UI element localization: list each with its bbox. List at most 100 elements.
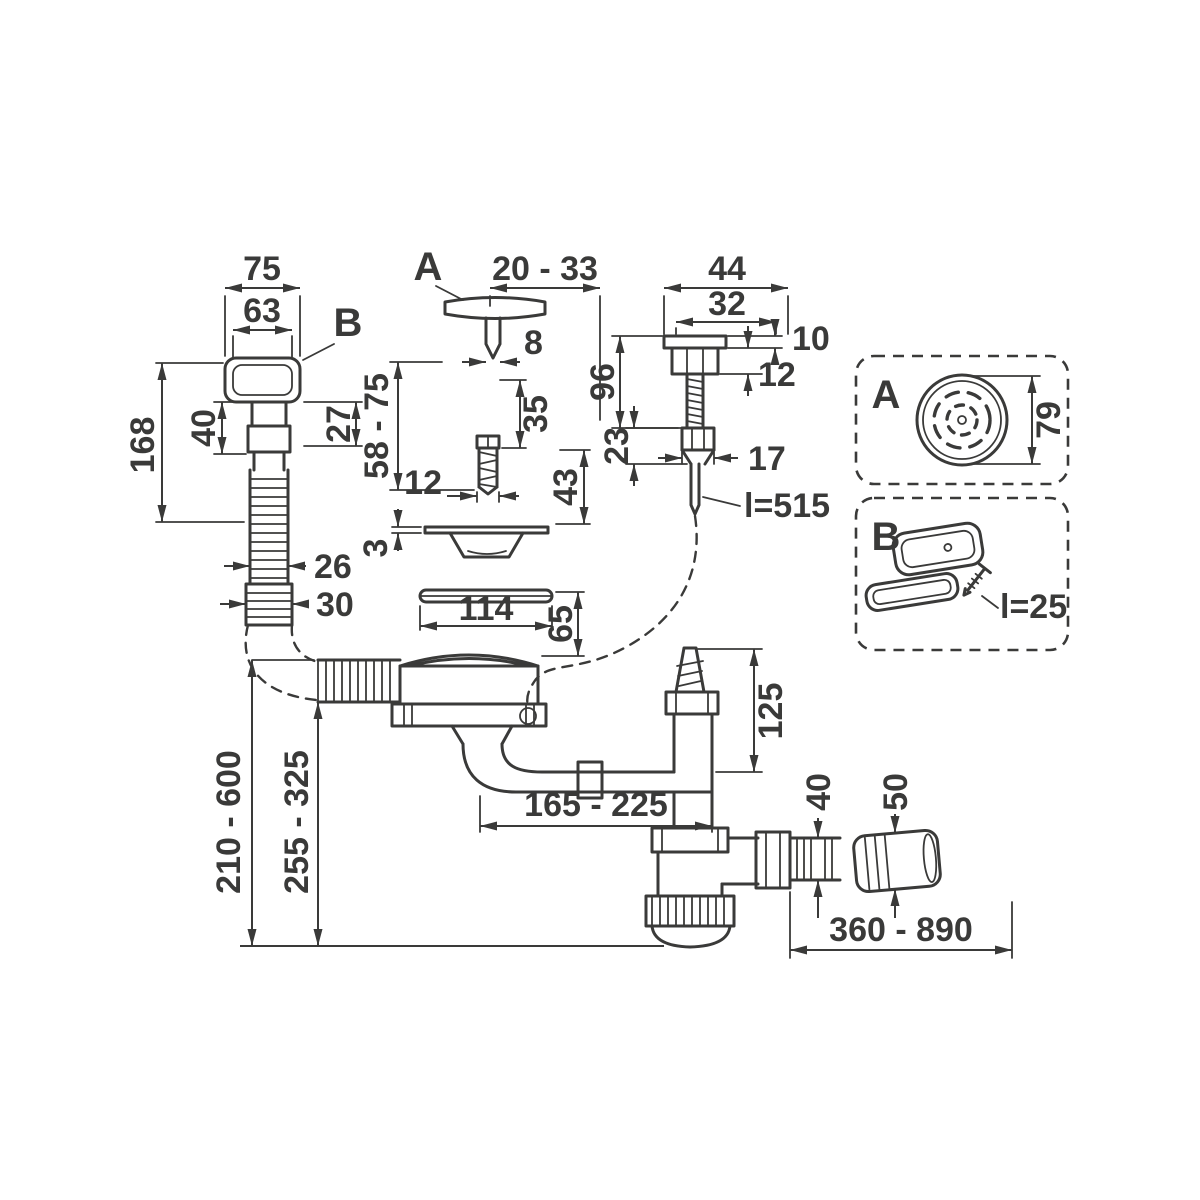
dim-install-range: 58 - 75 bbox=[358, 361, 475, 491]
dim-pin-upper-length-label: 96 bbox=[584, 363, 622, 401]
dim-installed-depth-range: 255 - 325 bbox=[278, 702, 323, 946]
dim-overflow-hose-range: 210 - 600 bbox=[210, 659, 315, 946]
dim-pin-head-diameter-label: 44 bbox=[708, 250, 746, 288]
dim-overflow-neck-height-label: 27 bbox=[320, 405, 358, 443]
dim-pin-collar-height-label: 12 bbox=[758, 356, 796, 394]
dim-detail-screw-length-label: l=25 bbox=[1000, 588, 1067, 626]
dim-outlet-reach-range: 360 - 890 bbox=[789, 891, 1013, 959]
dim-hose-od: 26 bbox=[224, 548, 352, 586]
strainer-bowl bbox=[423, 525, 550, 559]
dim-pin-total-length-label: l=515 bbox=[744, 487, 830, 525]
dim-pin-head-height-label: 10 bbox=[792, 320, 830, 358]
cap-disc bbox=[443, 296, 547, 320]
dim-sleeve-diameter: 50 bbox=[877, 773, 915, 918]
pin-hex bbox=[670, 346, 720, 376]
dim-clearance: 43 bbox=[547, 449, 591, 525]
dim-overflow-length: 168 bbox=[124, 362, 245, 523]
dim-seal-thickness-label: 3 bbox=[357, 539, 395, 558]
dim-flange-diameter: 114 bbox=[419, 590, 553, 631]
dim-cover-diameter-label: 79 bbox=[1030, 401, 1068, 439]
seal-disc bbox=[418, 588, 554, 604]
dim-installed-depth-range-label: 255 - 325 bbox=[278, 750, 316, 894]
dim-hose-od-label: 26 bbox=[314, 548, 352, 586]
dim-overflow-inner-width: 63 bbox=[232, 292, 293, 359]
dim-fitting-od-label: 30 bbox=[316, 586, 354, 624]
dim-horizontal-run: 165 - 225 bbox=[479, 786, 713, 833]
dim-pin-nut-width: 17 bbox=[658, 440, 786, 478]
pin-flange bbox=[662, 334, 728, 350]
strainer-basket bbox=[390, 653, 548, 746]
dim-basket-offset: 65 bbox=[541, 591, 585, 657]
release-pin-assembly bbox=[662, 334, 728, 516]
overflow-cover-plate bbox=[891, 521, 985, 577]
dim-flange-diameter-label: 114 bbox=[459, 590, 514, 628]
dim-horizontal-run-label: 165 - 225 bbox=[524, 786, 668, 824]
dim-overflow-width: 75 bbox=[224, 250, 301, 357]
dim-basket-offset-label: 65 bbox=[542, 605, 580, 643]
callout-a: A bbox=[414, 245, 464, 301]
detail-a-label: A bbox=[872, 373, 901, 417]
dim-overflow-hose-range-label: 210 - 600 bbox=[210, 750, 248, 894]
dim-pin-total-length: l=515 bbox=[702, 487, 830, 525]
dim-pin-collar-diameter: 32 bbox=[675, 285, 777, 335]
dim-detail-screw-length: l=25 bbox=[981, 588, 1067, 626]
dim-pin-collar-height: 12 bbox=[719, 326, 796, 396]
outlet-nut bbox=[754, 830, 792, 890]
cover-screw bbox=[962, 562, 992, 597]
dim-cover-diameter: 79 bbox=[969, 375, 1068, 465]
dim-pin-guide-length: 23 bbox=[598, 406, 688, 486]
dim-fitting-od: 30 bbox=[220, 586, 354, 624]
dim-clearance-label: 43 bbox=[547, 468, 585, 506]
standpipe bbox=[672, 712, 714, 830]
dim-screw-length-label: 12 bbox=[404, 464, 442, 502]
strainer-cap-assembly bbox=[418, 296, 554, 604]
dim-screw-length: 12 bbox=[404, 464, 519, 503]
overflow-head bbox=[223, 356, 302, 404]
overflow-inlet-hose bbox=[316, 658, 402, 704]
dim-overflow-neck-height: 27 bbox=[303, 401, 363, 447]
dim-overflow-width-label: 75 bbox=[243, 250, 281, 288]
pin-shaft bbox=[689, 462, 701, 516]
dim-pin-nut-width-label: 17 bbox=[748, 440, 786, 478]
dim-install-range-label: 58 - 75 bbox=[358, 373, 396, 479]
dim-pin-collar-diameter-label: 32 bbox=[708, 285, 746, 323]
dim-overflow-length-label: 168 bbox=[124, 417, 162, 474]
dim-sleeve-diameter-label: 50 bbox=[877, 773, 915, 811]
dim-overflow-head-height-label: 40 bbox=[185, 409, 223, 447]
dim-cap-height-range: 20 - 33 bbox=[489, 250, 601, 421]
dim-cap-height-range-label: 20 - 33 bbox=[492, 250, 598, 288]
detail-box-b: B l=25 bbox=[854, 496, 1070, 652]
cap-screw bbox=[475, 434, 501, 496]
dim-outlet-diameter-label: 40 bbox=[800, 773, 838, 811]
dim-outlet-diameter: 40 bbox=[800, 773, 838, 918]
callout-a-label: A bbox=[414, 245, 443, 289]
cap-stem bbox=[484, 316, 502, 360]
dim-cap-travel-label: 35 bbox=[517, 395, 555, 433]
dim-overflow-head-height: 40 bbox=[185, 401, 251, 455]
dim-pin-head-height: 10 bbox=[727, 319, 830, 365]
pin-threaded-rod bbox=[685, 372, 705, 430]
detail-box-a: A 79 bbox=[854, 354, 1070, 486]
overflow-assembly bbox=[223, 356, 302, 627]
overflow-gasket-plate bbox=[864, 572, 960, 612]
drain-cover-front-view bbox=[915, 373, 1009, 467]
detail-b-frame bbox=[854, 496, 1070, 652]
dim-seal-thickness: 3 bbox=[357, 509, 422, 558]
elbow-and-horizontal-pipe bbox=[461, 742, 714, 800]
overflow-hose-fitting bbox=[244, 582, 294, 627]
pipe-coupling bbox=[576, 760, 604, 800]
dim-cap-stem-width: 8 bbox=[462, 324, 543, 367]
detail-a-frame bbox=[854, 354, 1070, 486]
dim-overflow-inner-width-label: 63 bbox=[243, 292, 281, 330]
callout-b: B bbox=[302, 301, 363, 361]
dim-outlet-reach-range-label: 360 - 890 bbox=[829, 911, 973, 949]
callout-b-label: B bbox=[334, 301, 363, 345]
dishwasher-nozzle bbox=[664, 646, 720, 716]
overflow-collar bbox=[246, 424, 292, 454]
dim-standpipe-height-label: 125 bbox=[752, 683, 790, 740]
dim-pin-guide-length-label: 23 bbox=[598, 427, 636, 465]
pin-nut bbox=[680, 426, 716, 452]
outlet-run bbox=[720, 828, 942, 894]
